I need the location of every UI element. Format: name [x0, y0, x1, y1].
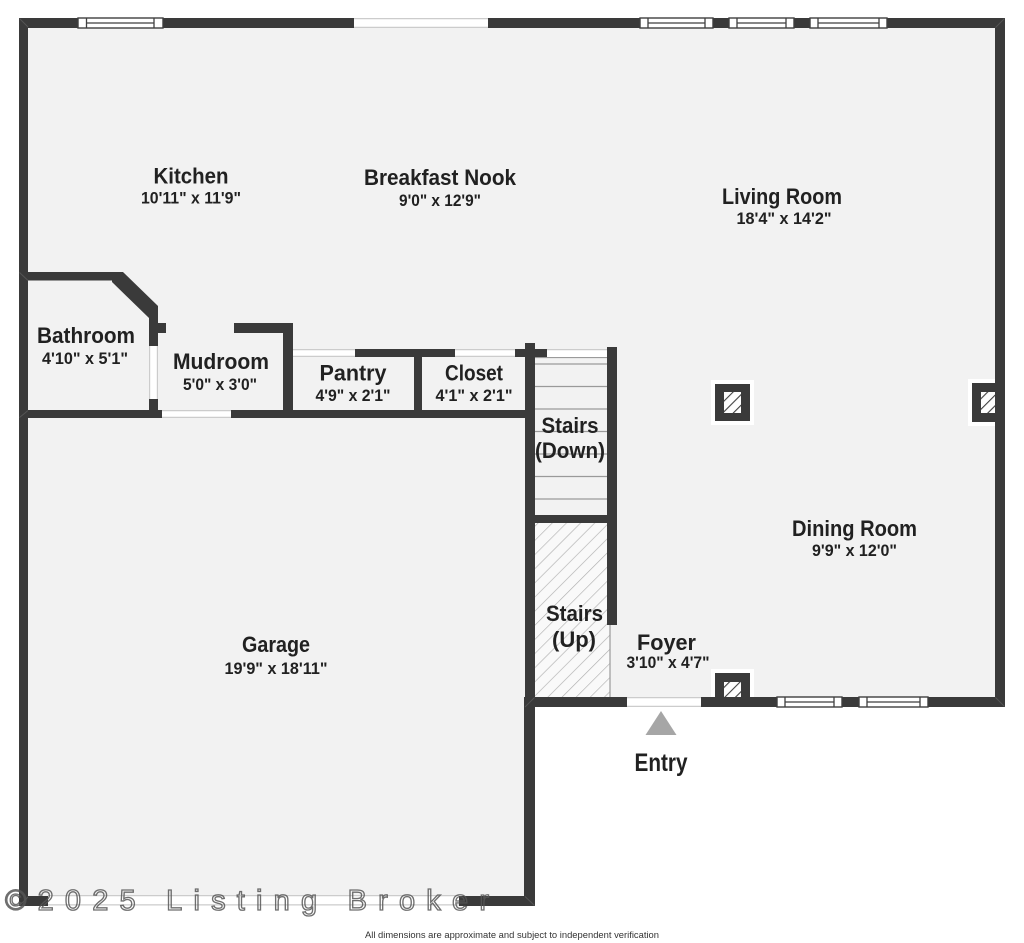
svg-text:4'1" x 2'1": 4'1" x 2'1" [436, 386, 513, 405]
svg-text:18'4" x 14'2": 18'4" x 14'2" [737, 209, 832, 228]
svg-text:Pantry: Pantry [320, 361, 388, 386]
svg-text:Dining Room: Dining Room [792, 516, 917, 541]
svg-text:3'10" x 4'7": 3'10" x 4'7" [627, 653, 710, 672]
svg-text:4'10" x 5'1": 4'10" x 5'1" [42, 349, 128, 368]
svg-text:(Down): (Down) [535, 438, 605, 463]
svg-text:Breakfast Nook: Breakfast Nook [364, 165, 517, 190]
svg-text:10'11" x 11'9": 10'11" x 11'9" [141, 189, 241, 208]
svg-text:Stairs: Stairs [542, 413, 599, 438]
svg-text:Living Room: Living Room [722, 184, 842, 209]
svg-text:(Up): (Up) [552, 627, 596, 652]
svg-text:Closet: Closet [445, 361, 504, 386]
svg-text:All dimensions are approximate: All dimensions are approximate and subje… [365, 930, 659, 941]
svg-text:Garage: Garage [242, 632, 310, 657]
svg-text:19'9" x 18'11": 19'9" x 18'11" [225, 659, 328, 678]
svg-text:5'0" x 3'0": 5'0" x 3'0" [183, 375, 257, 394]
svg-text:Bathroom: Bathroom [37, 323, 135, 348]
svg-text:Stairs: Stairs [546, 601, 603, 626]
svg-text:Kitchen: Kitchen [154, 164, 229, 189]
svg-text:Mudroom: Mudroom [173, 349, 269, 374]
svg-text:9'0" x 12'9": 9'0" x 12'9" [399, 191, 481, 210]
svg-text:Entry: Entry [635, 749, 688, 777]
svg-text:Foyer: Foyer [637, 630, 696, 655]
svg-text:9'9" x 12'0": 9'9" x 12'0" [812, 541, 897, 560]
svg-text:4'9" x 2'1": 4'9" x 2'1" [316, 386, 391, 405]
